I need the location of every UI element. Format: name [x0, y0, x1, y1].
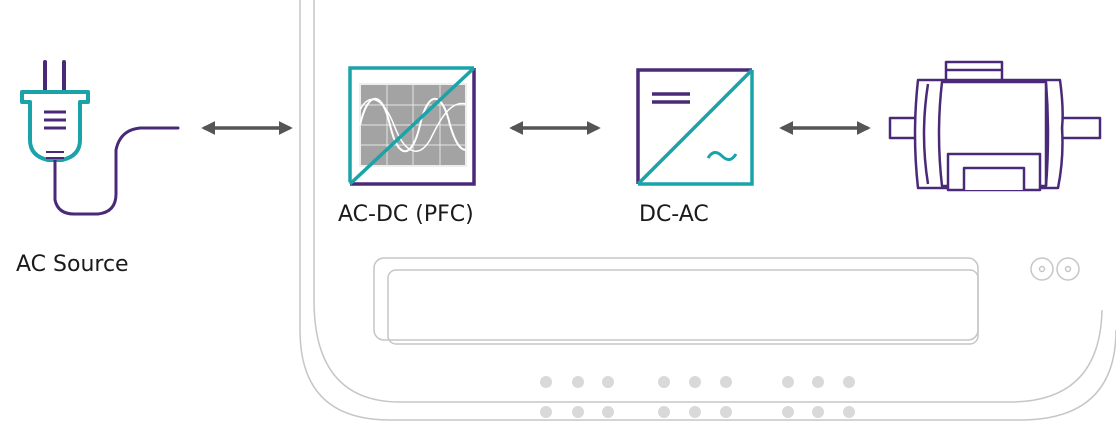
status-dots	[540, 376, 855, 418]
dc-ac-inverter-icon	[636, 68, 754, 186]
cabinet-outline	[299, 0, 1116, 421]
ac-dc-label: AC-DC (PFC)	[338, 202, 474, 227]
cabinet-knob-left	[1030, 257, 1054, 281]
power-plug-icon	[20, 60, 180, 216]
dc-ac-label: DC-AC	[639, 202, 709, 227]
electric-motor-icon	[888, 60, 1102, 192]
ac-source-label: AC Source	[16, 252, 129, 277]
ac-dc-converter-icon	[348, 66, 476, 186]
cabinet-knob-right	[1056, 257, 1080, 281]
